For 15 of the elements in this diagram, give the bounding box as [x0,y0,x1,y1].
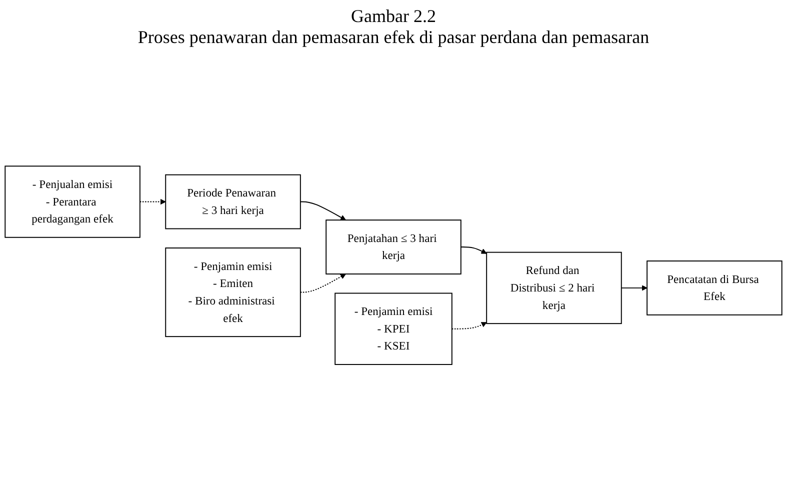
arrow [460,246,487,254]
arrow [451,322,487,330]
figure-title: Gambar 2.2 [351,6,436,27]
node-box: - Penjamin emisi - Emiten - Biro administrasi efek [165,247,301,337]
node-box: - Penjualan emisi - Perantara perdagangan efek [4,165,140,238]
node-box: Pencatatan di Bursa Efek [646,260,782,316]
arrow [620,284,648,290]
node-box: Penjatahan ≤ 3 hari kerja [326,219,462,274]
node-box: Periode Penawaran ≥ 3 hari kerja [165,174,301,229]
node-box: - Penjamin emisi - KPEI - KSEI [334,292,452,365]
arrow [300,273,346,292]
arrow [139,198,166,204]
arrow [300,200,346,220]
figure-caption: Proses penawaran dan pemasaran efek di pasar perdana dan pemasaran [138,27,650,48]
node-box: Refund dan Distribusi ≤ 2 hari kerja [486,252,622,324]
